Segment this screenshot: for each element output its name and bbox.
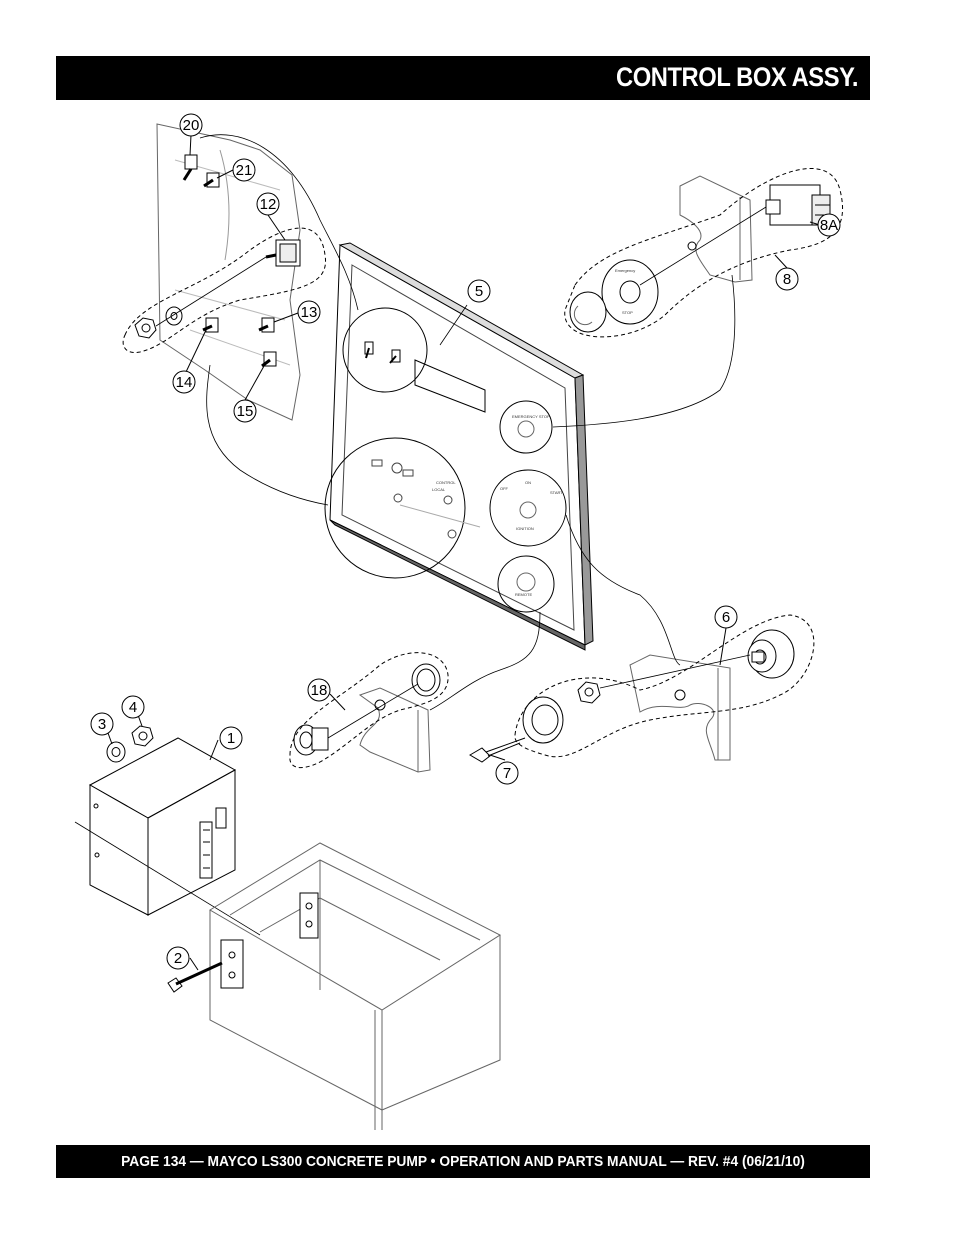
toggle-switch-14	[202, 317, 219, 333]
off-label: OFF	[500, 486, 509, 491]
callout-1	[219, 726, 243, 750]
contact-block-8a	[765, 184, 831, 226]
callout-1-label: 1	[227, 730, 235, 747]
on-label: ON	[525, 480, 531, 485]
ignition-label: IGNITION	[516, 526, 534, 531]
toggle-switch-21	[203, 172, 220, 188]
callout-15-label: 15	[237, 403, 254, 420]
local-label: LOCAL	[432, 487, 446, 492]
callout-12	[256, 192, 280, 216]
mount-bracket-18	[358, 687, 431, 773]
washer-3	[106, 741, 126, 763]
start-label: START	[550, 490, 563, 495]
header-bar: CONTROL BOX ASSY.	[56, 56, 870, 100]
footer-text: PAGE 134 — MAYCO LS300 CONCRETE PUMP • O…	[121, 1153, 805, 1170]
page-title: CONTROL BOX ASSY.	[615, 62, 858, 92]
ignition-bezel	[522, 696, 564, 744]
callout-13-label: 13	[301, 304, 318, 321]
callout-8a	[817, 213, 841, 237]
emergency-stop-button	[569, 259, 659, 333]
callout-21	[232, 158, 256, 182]
callout-5	[467, 279, 491, 303]
remote-label: REMOTE	[515, 592, 532, 597]
mount-bracket-right	[299, 892, 319, 939]
callout-18	[307, 678, 331, 702]
ignition-port	[489, 469, 567, 547]
emergency-stop-port	[499, 400, 553, 454]
stop-button-label: STOP	[622, 310, 633, 315]
callout-20	[179, 113, 203, 137]
switch-detail-circle	[342, 307, 428, 393]
emergency-stop-label: EMERGENCY STOP	[512, 414, 550, 419]
callout-8	[775, 267, 799, 291]
bolt-2	[167, 961, 223, 993]
lock-ring-18	[411, 663, 441, 697]
callout-4-label: 4	[129, 699, 137, 716]
mount-bracket-6	[629, 654, 731, 761]
callout-7	[495, 761, 519, 785]
footer-bar: PAGE 134 — MAYCO LS300 CONCRETE PUMP • O…	[56, 1145, 870, 1178]
mount-bracket-8	[679, 175, 753, 283]
control-detail-marks	[371, 459, 481, 539]
toggle-switch-20	[182, 154, 198, 181]
toggle-switch-15	[261, 351, 277, 368]
ignition-key-7	[469, 737, 526, 763]
callout-6	[714, 605, 738, 629]
callout-20-label: 20	[183, 117, 200, 134]
callout-3-label: 3	[98, 716, 106, 733]
remote-receptacle-18	[293, 724, 329, 756]
ignition-switch-body	[747, 629, 795, 679]
panel-tiny-labels: EMERGENCY STOP IGNITION OFF ON START REM…	[432, 268, 635, 597]
washer-12	[165, 306, 183, 326]
callout-3	[90, 712, 114, 736]
control-detail-circle	[324, 437, 466, 579]
callout-4	[121, 695, 145, 719]
callout-15	[233, 399, 257, 423]
callout-5-label: 5	[475, 283, 483, 300]
control-label: CONTROL	[436, 480, 456, 485]
nut-4	[131, 725, 154, 747]
callout-14-label: 14	[176, 374, 193, 391]
emergency-button-label: Emergency	[615, 268, 635, 273]
mounting-frame	[209, 842, 502, 1130]
callout-2	[166, 946, 190, 970]
rotary-switch-12	[265, 239, 301, 267]
bezel-nut-6	[577, 681, 601, 704]
callout-18-label: 18	[311, 682, 328, 699]
callout-2-label: 2	[174, 950, 182, 967]
control-box-1	[88, 737, 237, 916]
mount-bracket-left	[220, 939, 244, 989]
callout-8a-label: 8A	[820, 217, 838, 234]
panel-switches	[364, 341, 401, 364]
callout-21-label: 21	[236, 162, 253, 179]
hex-nut-12	[134, 317, 157, 339]
remote-port	[497, 555, 555, 613]
callouts	[90, 113, 841, 970]
callout-8-label: 8	[783, 271, 791, 288]
callout-7-label: 7	[503, 765, 511, 782]
callout-labels: 20 21 12 13 14 15 5 8A 8 6 7 18 1 4 3 2	[98, 117, 838, 967]
callout-14	[172, 370, 196, 394]
toggle-switch-13	[258, 317, 275, 333]
callout-13	[297, 300, 321, 324]
callout-6-label: 6	[722, 609, 730, 626]
callout-12-label: 12	[260, 196, 277, 213]
